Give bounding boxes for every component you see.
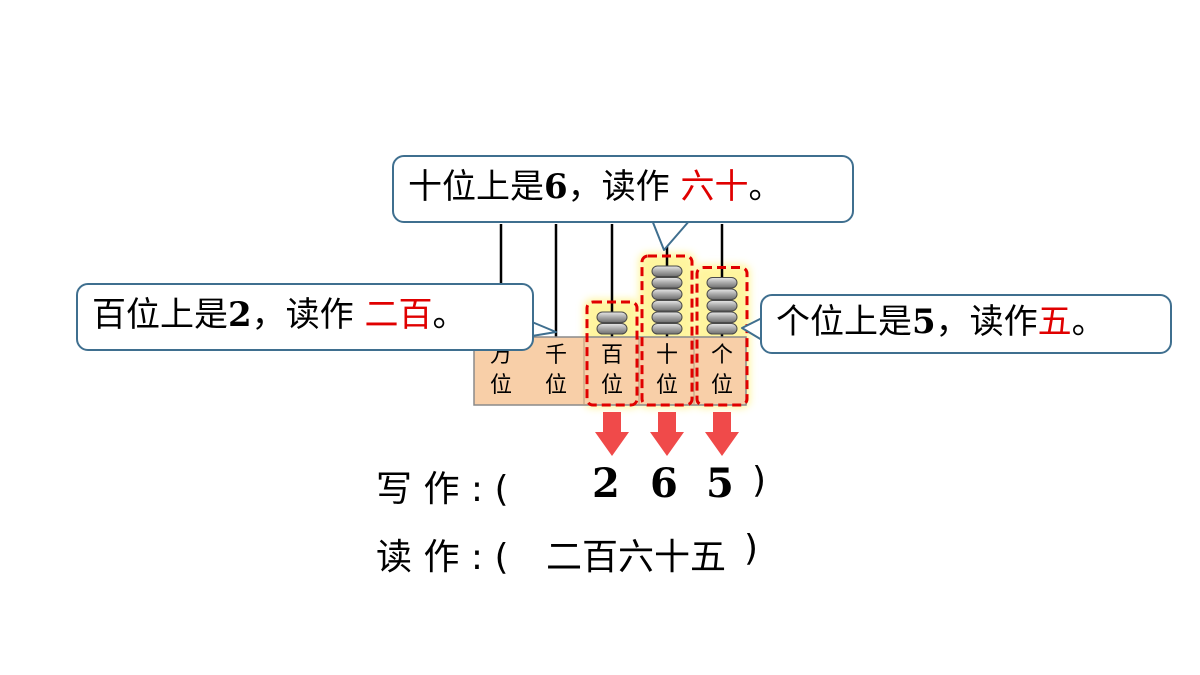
place-label-thousands-top: 千	[545, 343, 567, 368]
tens-callout: 十位上是6，读作 六十。	[392, 155, 854, 223]
ones-callout-middle: ，读作	[935, 302, 1038, 342]
tens-callout-prefix: 十位上是	[408, 167, 544, 207]
write-digit-ones: 5	[706, 460, 734, 507]
place-label-thousands-bottom: 位	[545, 373, 567, 398]
place-label-ones-top: 个	[711, 343, 733, 368]
tens-callout-answer: 六十	[680, 167, 749, 207]
bead-ones	[706, 323, 738, 335]
hundreds-callout-suffix: 。	[432, 295, 467, 335]
place-label-ones-bottom: 位	[711, 373, 733, 398]
highlight-box-tens	[640, 254, 694, 407]
write-digit-tens: 6	[650, 460, 678, 507]
write-row-label: 写 作 : (	[376, 469, 509, 510]
tens-callout-middle: ，读作	[567, 167, 681, 207]
tens-callout-suffix: 。	[748, 167, 783, 207]
place-label-ten-thousands-bottom: 位	[490, 373, 512, 398]
place-label-tens-top: 十	[656, 343, 678, 368]
bead-hundreds	[596, 311, 628, 323]
hundreds-callout-answer: 二百	[364, 295, 433, 335]
hundreds-callout-tail	[531, 321, 557, 337]
bead-ones	[706, 288, 738, 300]
bead-tens	[651, 288, 683, 300]
read-row-value: 二百六十五	[546, 537, 727, 578]
bead-hundreds	[596, 323, 628, 335]
highlight-box-hundreds	[585, 300, 639, 407]
hundreds-callout: 百位上是2，读作 二百。	[76, 283, 534, 351]
ones-callout-prefix: 个位上是	[776, 302, 912, 342]
tens-callout-digit: 6	[544, 167, 568, 207]
down-arrows	[595, 412, 739, 456]
bead-tens	[651, 265, 683, 277]
highlight-box-ones	[695, 266, 749, 407]
hundreds-callout-prefix: 百位上是	[92, 295, 228, 335]
down-arrow-ones	[705, 412, 739, 456]
read-row-close: )	[744, 528, 759, 569]
bead-ones	[706, 277, 738, 289]
down-arrow-tens	[650, 412, 684, 456]
bead-tens	[651, 323, 683, 335]
ones-callout-digit: 5	[912, 302, 936, 342]
abacus-beads	[596, 265, 738, 335]
ones-callout: 个位上是5，读作五。	[760, 294, 1172, 354]
bead-tens	[651, 300, 683, 312]
hundreds-callout-middle: ，读作	[251, 295, 365, 335]
bead-tens	[651, 277, 683, 289]
place-label-tens-bottom: 位	[656, 373, 678, 398]
down-arrow-hundreds	[595, 412, 629, 456]
ones-callout-answer: 五	[1037, 302, 1072, 342]
bead-tens	[651, 311, 683, 323]
place-label-hundreds-bottom: 位	[601, 373, 623, 398]
bead-ones	[706, 311, 738, 323]
tens-callout-tail	[651, 219, 691, 251]
write-row-close: )	[752, 460, 767, 501]
bead-ones	[706, 300, 738, 312]
hundreds-callout-digit: 2	[228, 295, 252, 335]
read-row-label: 读 作 : (	[376, 537, 509, 578]
place-label-hundreds-top: 百	[601, 343, 623, 368]
ones-callout-suffix: 。	[1071, 302, 1106, 342]
write-digit-hundreds: 2	[592, 460, 620, 507]
highlight-boxes	[585, 254, 749, 407]
abacus-base-dividers	[583, 337, 695, 405]
